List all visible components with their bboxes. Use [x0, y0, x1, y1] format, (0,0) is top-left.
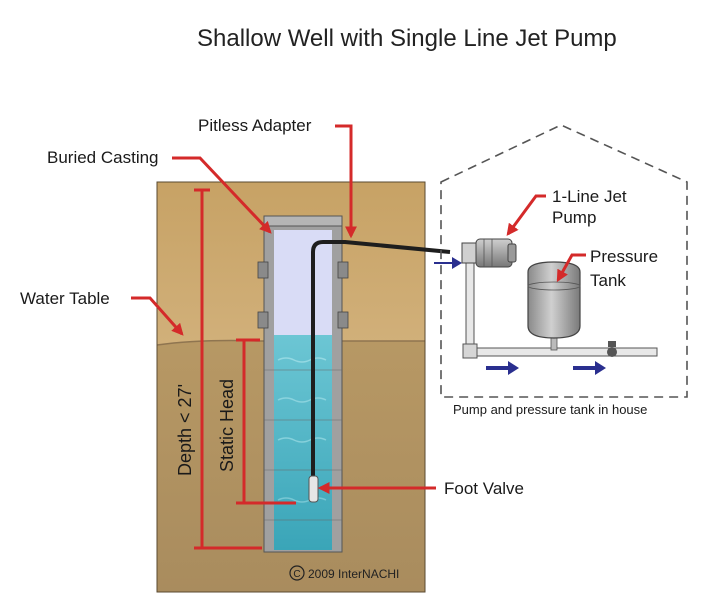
diagram-title: Shallow Well with Single Line Jet Pump	[197, 25, 617, 52]
depth-label: Depth < 27'	[175, 384, 195, 476]
static-head-label: Static Head	[217, 379, 237, 472]
label-jet-pump-line2: Pump	[552, 208, 596, 227]
suction-pipe	[308, 240, 451, 503]
callout-leaders	[131, 124, 586, 494]
label-pitless-adapter: Pitless Adapter	[198, 116, 312, 135]
static-head-dimension	[236, 338, 296, 505]
house-outline	[440, 124, 688, 398]
copyright-icon	[289, 565, 305, 581]
label-buried-casting: Buried Casting	[47, 148, 159, 167]
copyright-mark: C 2009 InterNACHI	[289, 565, 399, 581]
label-water-table: Water Table	[20, 289, 110, 308]
depth-dimension	[194, 188, 262, 550]
foot-valve-shape	[308, 475, 319, 503]
copyright-text: 2009 InterNACHI	[308, 567, 399, 581]
label-pressure-tank-line1: Pressure	[590, 247, 658, 266]
flow-arrow-icon	[434, 257, 462, 269]
jet-pump-shape	[461, 238, 517, 268]
label-foot-valve: Foot Valve	[444, 479, 524, 498]
flow-arrow-icon	[486, 361, 519, 375]
well-casing	[257, 215, 349, 553]
house-caption: Pump and pressure tank in house	[453, 402, 647, 417]
label-pressure-tank-line2: Tank	[590, 271, 626, 290]
flow-arrow-icon	[573, 361, 606, 375]
flow-arrows	[434, 257, 606, 375]
label-jet-pump-line1: 1-Line Jet	[552, 187, 627, 206]
svg-text:C: C	[293, 569, 300, 580]
pressure-tank-shape	[527, 261, 581, 339]
